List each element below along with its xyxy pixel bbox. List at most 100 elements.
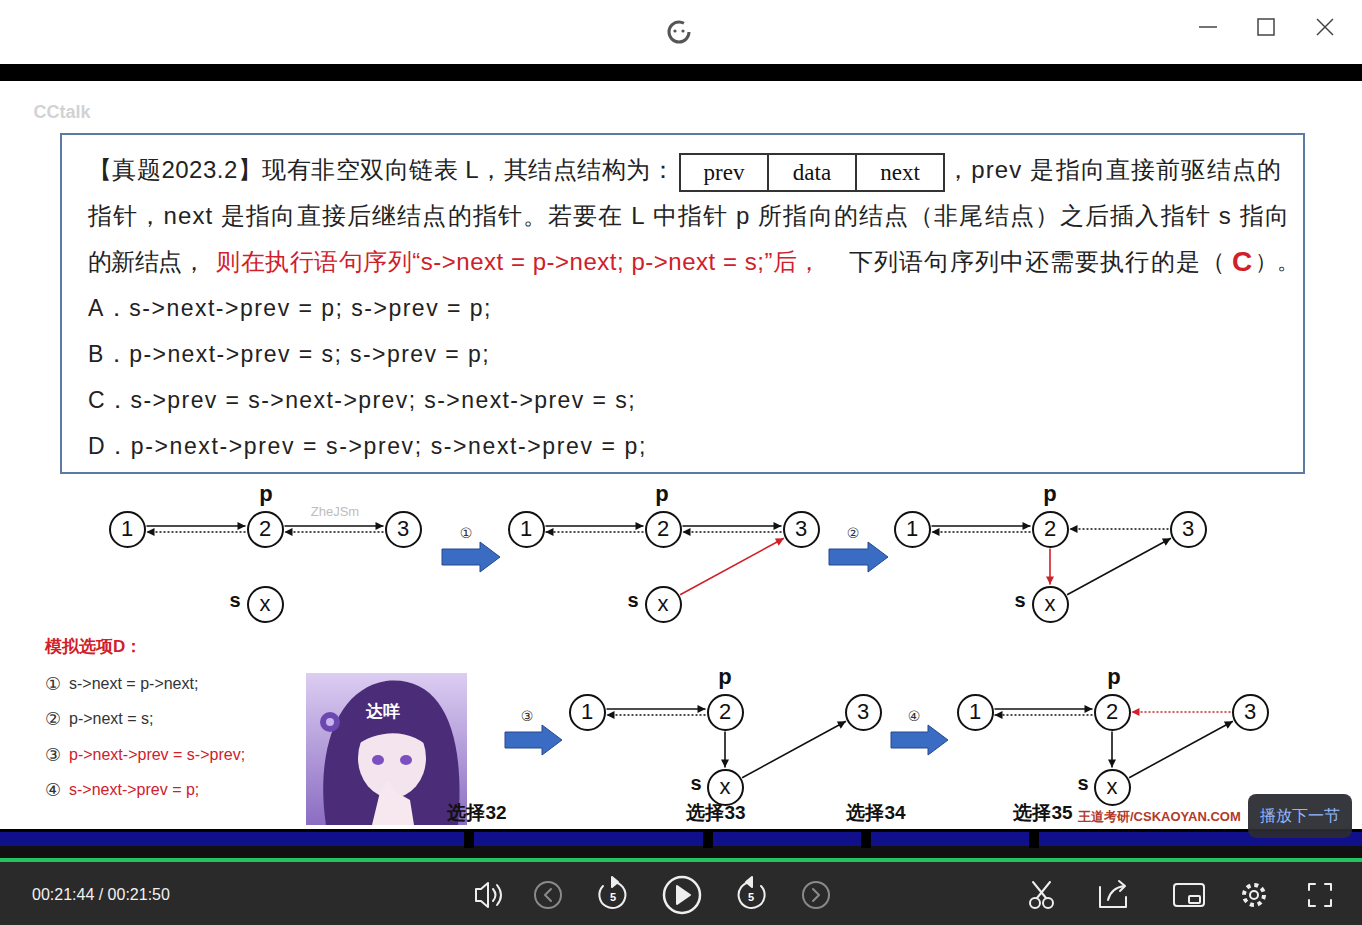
step-number: ③	[45, 745, 61, 765]
avatar-image	[400, 755, 412, 765]
window-title-bar	[0, 0, 1362, 64]
pointer-label: p	[1043, 481, 1056, 506]
node-value: 2	[657, 518, 669, 540]
pointer-label: s	[1077, 772, 1088, 794]
next-pointer-arrow	[724, 732, 726, 768]
prev-pointer-arrow	[147, 531, 246, 533]
timeline-band	[861, 832, 871, 848]
question-text: D．p->next->prev = s->prev; s->next->prev…	[88, 433, 647, 459]
timeline-band	[0, 829, 1362, 858]
skip-seconds-holder: 5	[610, 887, 616, 905]
player-icon	[1033, 882, 1050, 898]
block-arrow	[442, 542, 500, 572]
next-pointer-arrow	[1049, 549, 1051, 585]
pointer-label-holder: p	[1043, 481, 1056, 506]
chapter-marker-holder: 选择35	[1013, 802, 1072, 824]
block-arrow	[505, 725, 562, 755]
question-text-holder: 下列语句序列中还需要执行的是（	[849, 248, 1226, 276]
step-number: ②	[847, 525, 860, 541]
step-number-holder: ①	[45, 674, 61, 695]
player-icon	[1119, 881, 1125, 891]
list-node-circle: 2	[1094, 694, 1131, 731]
black-band	[0, 64, 1362, 81]
field-name: next	[880, 161, 920, 184]
player-icon	[664, 877, 700, 913]
watermark-holder: ZheJSm	[311, 502, 359, 520]
step-number-holder: ②	[847, 524, 860, 542]
list-node-circle: 3	[1232, 694, 1269, 731]
question-text: 下列语句序列中还需要执行的是（	[849, 248, 1226, 275]
pointer-label: p	[1107, 664, 1120, 689]
step-number: ②	[45, 709, 61, 729]
watermark: ZheJSm	[311, 504, 359, 519]
prev-pointer-arrow	[1132, 711, 1231, 713]
question-text-holder: C．s->prev = s->next->prev; s->next->prev…	[88, 387, 636, 413]
block-arrow	[442, 542, 948, 755]
player-icon	[746, 877, 752, 887]
answer-letter-holder: C	[1232, 246, 1252, 278]
player-icon	[493, 885, 501, 905]
pointer-label: p	[655, 481, 668, 506]
list-node-circle: 2	[247, 511, 284, 548]
player-icon	[1309, 884, 1331, 906]
question-text-holder: 则在执行语句序列“s->next = p->next; p->next = s;…	[216, 248, 822, 276]
pointer-label: s	[229, 589, 240, 611]
step-number-holder: ②	[45, 709, 61, 730]
watermark: CCtalk	[33, 102, 90, 122]
play-next-button: 播放下一节	[1248, 794, 1352, 838]
window-title-bar	[0, 0, 1362, 64]
avatar-image	[323, 681, 459, 825]
question-text: ，prev 是指向直接前驱结点的	[946, 156, 1282, 183]
player-icon	[1174, 884, 1204, 906]
list-node-circle: x	[247, 586, 284, 623]
node-value: x	[658, 593, 669, 615]
next-pointer-arrow	[147, 525, 246, 527]
player-icon	[535, 882, 561, 908]
question-text-holder: D．p->next->prev = s->prev; s->next->prev…	[88, 433, 647, 459]
step-number: ①	[45, 674, 61, 694]
list-node-circle: 1	[569, 694, 606, 731]
image-caption-holder: 达咩	[366, 702, 400, 722]
next-pointer-arrow	[680, 538, 784, 594]
node-value: x	[1045, 593, 1056, 615]
avatar-image	[306, 673, 467, 825]
pointer-label-holder: p	[259, 481, 272, 506]
window-title-bar	[1258, 19, 1274, 35]
list-node-circle: 3	[845, 694, 882, 731]
code-line: s->next->prev = p;	[69, 781, 199, 798]
list-node-circle: 3	[1170, 511, 1207, 548]
list-node-circle: x	[1094, 769, 1131, 806]
player-icon	[1250, 891, 1258, 899]
step-number-holder: ④	[45, 780, 61, 801]
timeline-band	[464, 832, 474, 848]
avatar-image	[320, 712, 340, 732]
step-number: ④	[908, 708, 921, 724]
node-value: 1	[969, 701, 981, 723]
list-node-circle: 2	[1032, 511, 1069, 548]
question-text: C．s->prev = s->next->prev; s->next->prev…	[88, 387, 636, 413]
question-text-holder: ，prev 是指向直接前驱结点的	[946, 156, 1282, 184]
question-text: A．s->next->prev = p; s->prev = p;	[88, 295, 492, 321]
block-arrow	[829, 542, 888, 572]
chapter-marker: 选择34	[846, 802, 905, 823]
avatar-image	[306, 673, 467, 825]
pointer-label: s	[1014, 589, 1025, 611]
question-text: B．p->next->prev = s; s->prev = p;	[88, 341, 490, 367]
window-title-bar	[1199, 26, 1217, 28]
question-text-holder: A．s->next->prev = p; s->prev = p;	[88, 295, 492, 321]
player-icon	[1043, 898, 1053, 908]
chapter-marker: 选择35	[1013, 802, 1072, 823]
player-icon	[476, 877, 1331, 913]
node-value: 2	[259, 518, 271, 540]
node-value: 3	[795, 518, 807, 540]
chapter-marker-holder: 选择32	[447, 802, 506, 824]
next-pointer-arrow	[1067, 538, 1171, 594]
code-line: s->next = p->next;	[69, 675, 198, 692]
pointer-label-holder: s	[627, 589, 638, 612]
step-number: ③	[521, 708, 534, 724]
pointer-label: s	[690, 772, 701, 794]
skip-seconds-holder: 5	[748, 887, 754, 905]
image-caption: 达咩	[366, 702, 400, 721]
pointer-label: p	[718, 664, 731, 689]
window-title-bar	[673, 29, 676, 32]
